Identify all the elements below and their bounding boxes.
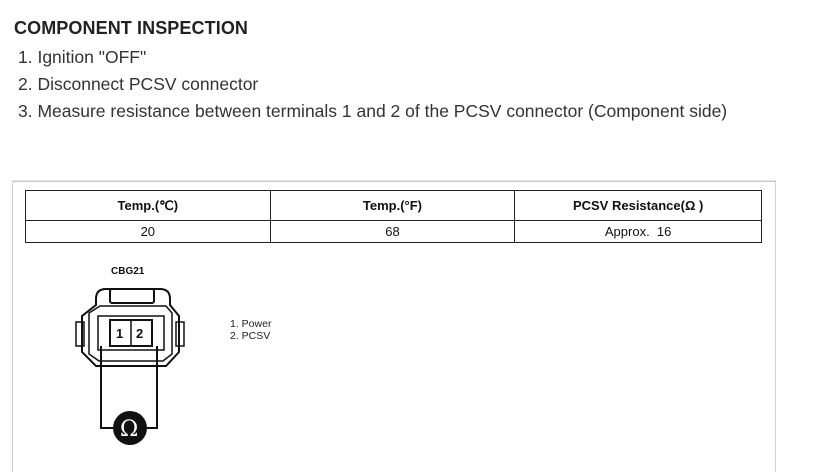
inspection-steps: 1. Ignition "OFF" 2. Disconnect PCSV con… [18,46,727,127]
connector-code: CBG21 [111,266,145,277]
ohm-symbol: Ω [120,417,138,442]
ohmmeter-icon [113,411,147,445]
step-item: 2. Disconnect PCSV connector [18,74,259,94]
resistance-spec-table: Temp.(℃) Temp.(°F) PCSV Resistance(Ω ) 2… [25,190,762,243]
table-header-row: Temp.(℃) Temp.(°F) PCSV Resistance(Ω ) [25,190,762,221]
cell-temp-fahrenheit: 68 [269,220,516,243]
header-resistance: PCSV Resistance(Ω ) [514,190,762,221]
step-item: 1. Ignition "OFF" [18,47,147,67]
legend-item: 2. PCSV [230,330,271,342]
legend-item: 1. Power [230,318,272,330]
pin-legend: 1. Power 2. PCSV [230,318,271,342]
connector-housing [75,288,185,367]
header-temp-fahrenheit: Temp.(°F) [269,190,516,221]
pin-2-label: 2 [136,326,143,341]
cell-resistance: Approx. 16 [514,220,762,243]
connector-diagram: 1 2 Ω [75,288,185,445]
step-item: 3. Measure resistance between terminals … [18,101,728,121]
inspection-figure [12,181,776,472]
header-temp-celsius: Temp.(℃) [25,190,271,221]
table-row: 20 68 Approx. 16 [25,220,762,243]
page-title: COMPONENT INSPECTION [14,18,249,38]
meter-leads [100,346,158,429]
pin-1-label: 1 [116,326,123,341]
